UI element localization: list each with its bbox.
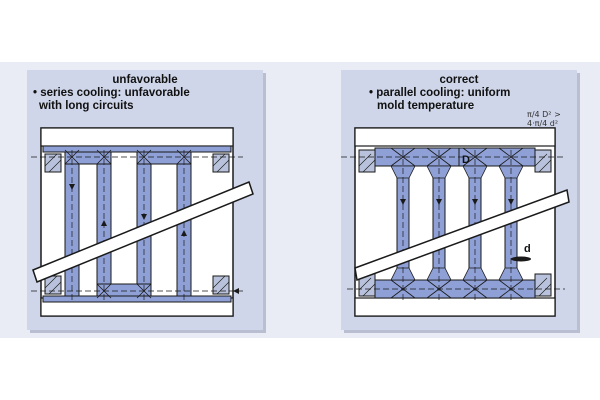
series-cooling-diagram xyxy=(31,127,254,317)
formula-operator: > xyxy=(554,110,561,119)
label-D: D xyxy=(462,154,470,166)
label-d: d xyxy=(524,243,531,255)
parallel-cooling-panel: correct • parallel cooling: uniform mold… xyxy=(341,70,577,330)
formula-left: π/4 D² xyxy=(527,110,552,119)
panel-title: unfavorable xyxy=(112,74,178,86)
formula-right: 4·π/4 d² xyxy=(527,119,559,128)
parallel-cooling-diagram: D d xyxy=(341,127,570,317)
caption-line: mold temperature xyxy=(377,100,475,112)
panel-title: correct xyxy=(439,74,479,86)
caption-line: with long circuits xyxy=(39,100,134,112)
parallel-cooling-caption: correct • parallel cooling: uniform mold… xyxy=(341,74,577,113)
caption-line: • series cooling: unfavorable xyxy=(33,87,190,99)
series-cooling-panel: unfavorable • series cooling: unfavorabl… xyxy=(27,70,263,330)
series-cooling-caption: unfavorable • series cooling: unfavorabl… xyxy=(27,74,263,113)
diameter-formula: π/4 D² > 4·π/4 d² xyxy=(527,110,577,128)
caption-line: • parallel cooling: uniform xyxy=(369,87,511,99)
